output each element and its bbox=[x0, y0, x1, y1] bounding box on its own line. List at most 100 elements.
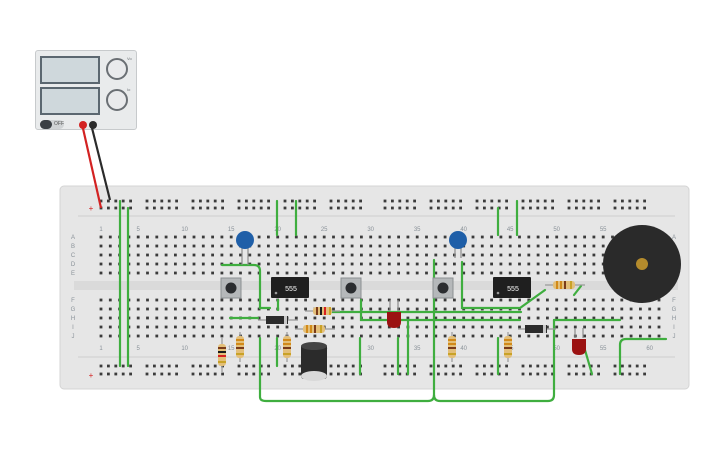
breadboard-hole[interactable] bbox=[546, 253, 549, 257]
breadboard-hole[interactable] bbox=[192, 244, 196, 248]
breadboard-hole[interactable] bbox=[136, 235, 140, 239]
breadboard-hole[interactable] bbox=[294, 334, 298, 338]
breadboard-hole[interactable] bbox=[471, 253, 475, 257]
breadboard-hole[interactable] bbox=[592, 271, 596, 275]
breadboard-hole[interactable] bbox=[129, 372, 132, 376]
breadboard-hole[interactable] bbox=[629, 325, 633, 329]
breadboard-hole[interactable] bbox=[529, 372, 532, 376]
breadboard-hole[interactable] bbox=[453, 262, 456, 266]
breadboard-hole[interactable] bbox=[592, 235, 596, 239]
breadboard-hole[interactable] bbox=[211, 298, 214, 302]
breadboard-hole[interactable] bbox=[298, 364, 302, 368]
breadboard-hole[interactable] bbox=[415, 235, 419, 239]
breadboard-hole[interactable] bbox=[443, 325, 447, 329]
breadboard-hole[interactable] bbox=[201, 235, 205, 239]
breadboard-hole[interactable] bbox=[415, 271, 419, 275]
breadboard-hole[interactable] bbox=[620, 298, 624, 302]
breadboard-hole[interactable] bbox=[657, 316, 661, 320]
breadboard-hole[interactable] bbox=[443, 334, 447, 338]
breadboard-hole[interactable] bbox=[304, 262, 307, 266]
breadboard-hole[interactable] bbox=[267, 262, 270, 266]
breadboard-hole[interactable] bbox=[350, 298, 354, 302]
breadboard-hole[interactable] bbox=[611, 334, 614, 338]
breadboard-hole[interactable] bbox=[192, 316, 196, 320]
breadboard-hole[interactable] bbox=[425, 298, 428, 302]
breadboard-hole[interactable] bbox=[341, 253, 345, 257]
breadboard-hole[interactable] bbox=[391, 372, 394, 376]
breadboard-hole[interactable] bbox=[480, 271, 484, 275]
breadboard-hole[interactable] bbox=[213, 206, 217, 210]
breadboard-hole[interactable] bbox=[475, 372, 479, 376]
breadboard-hole[interactable] bbox=[285, 325, 289, 329]
breadboard-hole[interactable] bbox=[192, 334, 196, 338]
breadboard-hole[interactable] bbox=[648, 316, 652, 320]
breadboard-hole[interactable] bbox=[597, 364, 600, 368]
breadboard-hole[interactable] bbox=[490, 206, 494, 210]
breadboard-hole[interactable] bbox=[153, 364, 156, 368]
breadboard-hole[interactable] bbox=[145, 364, 149, 368]
breadboard-hole[interactable] bbox=[406, 253, 410, 257]
breadboard-hole[interactable] bbox=[415, 298, 419, 302]
breadboard-hole[interactable] bbox=[155, 235, 159, 239]
breadboard-hole[interactable] bbox=[597, 199, 600, 203]
breadboard-hole[interactable] bbox=[397, 253, 400, 257]
breadboard-hole[interactable] bbox=[643, 199, 646, 203]
breadboard-hole[interactable] bbox=[413, 372, 416, 376]
breadboard-hole[interactable] bbox=[174, 316, 177, 320]
breadboard-hole[interactable] bbox=[592, 244, 596, 248]
breadboard-hole[interactable] bbox=[499, 253, 503, 257]
breadboard-hole[interactable] bbox=[387, 235, 391, 239]
breadboard-hole[interactable] bbox=[313, 206, 316, 210]
breadboard-hole[interactable] bbox=[657, 325, 661, 329]
breadboard-hole[interactable] bbox=[164, 334, 168, 338]
breadboard-hole[interactable] bbox=[369, 244, 373, 248]
breadboard-hole[interactable] bbox=[267, 244, 270, 248]
breadboard-hole[interactable] bbox=[164, 235, 168, 239]
breadboard-hole[interactable] bbox=[462, 262, 466, 266]
breadboard-hole[interactable] bbox=[341, 262, 345, 266]
breadboard-hole[interactable] bbox=[398, 364, 402, 368]
breadboard-hole[interactable] bbox=[291, 206, 294, 210]
breadboard-hole[interactable] bbox=[329, 199, 333, 203]
breadboard-hole[interactable] bbox=[543, 364, 547, 368]
breadboard-hole[interactable] bbox=[332, 235, 335, 239]
breadboard-hole[interactable] bbox=[332, 325, 335, 329]
breadboard-hole[interactable] bbox=[453, 307, 456, 311]
breadboard-hole[interactable] bbox=[155, 298, 159, 302]
breadboard-hole[interactable] bbox=[291, 364, 294, 368]
breadboard-hole[interactable] bbox=[199, 364, 202, 368]
breadboard-hole[interactable] bbox=[229, 325, 233, 329]
breadboard-hole[interactable] bbox=[601, 334, 605, 338]
breadboard-hole[interactable] bbox=[175, 372, 178, 376]
breadboard-hole[interactable] bbox=[99, 372, 103, 376]
breadboard-hole[interactable] bbox=[341, 235, 345, 239]
breadboard-hole[interactable] bbox=[341, 325, 345, 329]
breadboard-hole[interactable] bbox=[304, 271, 307, 275]
breadboard-hole[interactable] bbox=[490, 298, 493, 302]
breadboard-hole[interactable] bbox=[490, 372, 494, 376]
breadboard-hole[interactable] bbox=[406, 244, 410, 248]
breadboard-hole[interactable] bbox=[378, 262, 382, 266]
breadboard-hole[interactable] bbox=[146, 298, 149, 302]
breadboard-hole[interactable] bbox=[332, 334, 335, 338]
breadboard-hole[interactable] bbox=[294, 307, 298, 311]
breadboard-hole[interactable] bbox=[313, 334, 317, 338]
breadboard-hole[interactable] bbox=[480, 262, 484, 266]
breadboard-hole[interactable] bbox=[529, 199, 532, 203]
breadboard-hole[interactable] bbox=[429, 206, 433, 210]
breadboard-hole[interactable] bbox=[294, 235, 298, 239]
breadboard-hole[interactable] bbox=[613, 199, 617, 203]
breadboard-hole[interactable] bbox=[639, 316, 642, 320]
breadboard-hole[interactable] bbox=[175, 206, 178, 210]
breadboard-hole[interactable] bbox=[332, 253, 335, 257]
breadboard-hole[interactable] bbox=[155, 334, 159, 338]
breadboard-hole[interactable] bbox=[378, 253, 382, 257]
breadboard-hole[interactable] bbox=[413, 364, 416, 368]
breadboard-hole[interactable] bbox=[583, 307, 586, 311]
breadboard-hole[interactable] bbox=[648, 334, 652, 338]
breadboard-hole[interactable] bbox=[313, 298, 317, 302]
breadboard-hole[interactable] bbox=[536, 253, 540, 257]
breadboard-hole[interactable] bbox=[508, 262, 512, 266]
breadboard-hole[interactable] bbox=[220, 316, 224, 320]
breadboard-hole[interactable] bbox=[378, 334, 382, 338]
